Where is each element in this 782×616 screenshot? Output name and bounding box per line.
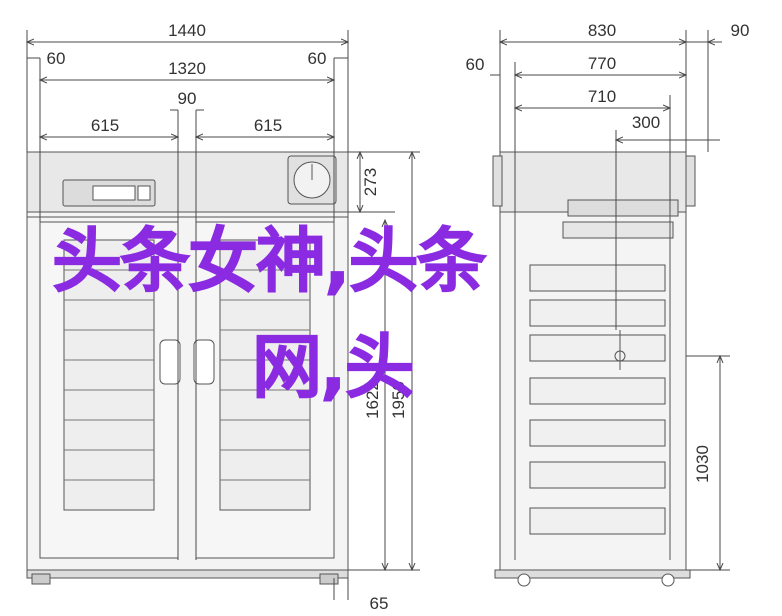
dim-300: 300 — [632, 113, 660, 132]
side-view — [492, 151, 696, 587]
dimension-labels: 1440 60 60 1320 90 615 615 273 1622 1950… — [47, 21, 750, 613]
dim-615-right: 615 — [254, 116, 282, 135]
dim-1622: 1622 — [363, 381, 382, 419]
dim-710: 710 — [588, 87, 616, 106]
overlay-text-line1: 头条女神,头条 — [52, 220, 488, 302]
dim-273: 273 — [361, 168, 380, 196]
dim-1320: 1320 — [168, 59, 206, 78]
overlay-text-line2: 网,头 — [252, 326, 416, 408]
dim-60-left: 60 — [47, 49, 66, 68]
dimension-lines — [27, 30, 730, 600]
dim-1950: 1950 — [389, 381, 408, 419]
dim-90-side: 90 — [731, 21, 750, 40]
dim-770: 770 — [588, 54, 616, 73]
dim-1440: 1440 — [168, 21, 206, 40]
dim-615-left: 615 — [91, 116, 119, 135]
dim-60-right: 60 — [308, 49, 327, 68]
dim-1030: 1030 — [693, 445, 712, 483]
front-view — [26, 151, 349, 585]
dim-60-side: 60 — [466, 55, 485, 74]
dim-90: 90 — [178, 89, 197, 108]
dim-830: 830 — [588, 21, 616, 40]
dim-65: 65 — [370, 594, 389, 611]
